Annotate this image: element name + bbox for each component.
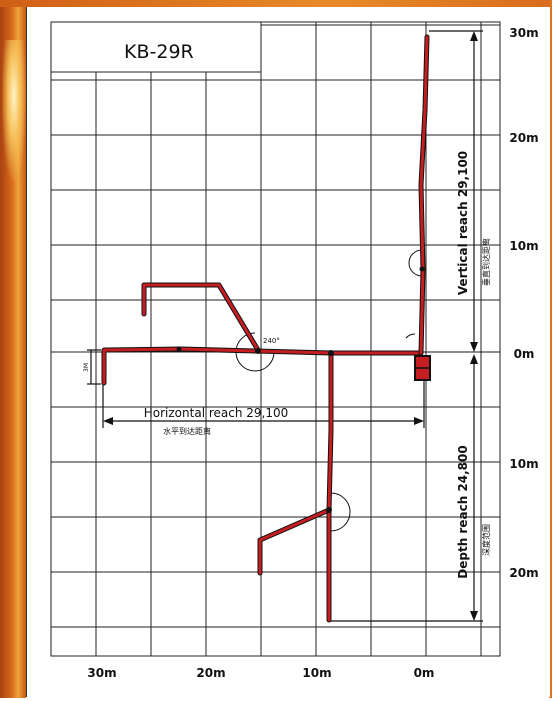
reach-diagram: KB-29R 3M [26,7,550,697]
y-tick-label: 20m [509,131,538,145]
depth-reach-dimension [329,354,483,622]
boom-depth-arm-outline [257,507,332,576]
boom-horizontal [102,347,423,385]
y-axis-ticks: 30m 20m 10m 0m 10m 20m [509,26,538,580]
vertical-reach-dimension [429,30,483,352]
boom-joint [176,346,182,352]
horizontal-reach-label-cn: 水平到达距离 [163,426,211,436]
small-dimension: 3M [83,349,101,385]
vertical-reach-arrow-bottom [470,342,478,352]
small-dimension-label: 3M [83,363,90,372]
boom-folded [142,283,260,352]
left-light-flare [2,40,26,180]
top-decorative-frame [0,0,552,7]
horizontal-reach-arrow-left [103,417,113,425]
vertical-reach-label: Vertical reach 29,100 [456,151,470,295]
y-tick-label: 0m [514,347,535,361]
y-tick-label: 30m [509,26,538,40]
angle-arc-depth [330,492,351,532]
depth-reach-label-cn: 深度范围 [481,524,491,556]
angle-label: 240° [263,337,280,345]
grid-lines [51,22,500,656]
x-tick-label: 10m [302,666,331,680]
horizontal-reach-label: Horizontal reach 29,100 [144,406,289,420]
x-tick-label: 0m [414,666,435,680]
boom-depth [327,351,333,622]
y-tick-label: 20m [509,566,538,580]
boom-joint [326,507,332,513]
angle-indicators: 240° [235,249,423,532]
boom-folded-outline [141,282,261,353]
angle-arc-vertical [408,249,423,277]
title-box [50,21,262,73]
vertical-reach-arrow-top [470,31,478,41]
right-decorative-frame [549,0,552,698]
boom-joint [419,266,425,272]
horizontal-reach-arrow-right [414,417,424,425]
grid-border [50,21,501,657]
angle-arc-elbow [235,332,275,372]
x-axis-ticks: 30m 20m 10m 0m [87,666,434,680]
vertical-reach-label-cn: 垂直到达距离 [481,238,491,286]
boom-vertical [419,35,429,355]
depth-reach-arrow-bottom [470,611,478,621]
depth-reach-arrow-top [470,354,478,364]
reach-diagram-svg: KB-29R 3M [50,21,539,680]
boom-depth-arm [258,508,331,575]
boom-joint [255,348,261,354]
model-title: KB-29R [124,41,194,63]
boom-joint [328,350,334,356]
angle-arc-base [405,333,416,339]
depth-reach-label: Depth reach 24,800 [456,445,470,578]
x-tick-label: 20m [196,666,225,680]
y-tick-label: 10m [509,239,538,253]
boom-positions [101,34,431,623]
y-tick-label: 10m [509,457,538,471]
x-tick-label: 30m [87,666,116,680]
